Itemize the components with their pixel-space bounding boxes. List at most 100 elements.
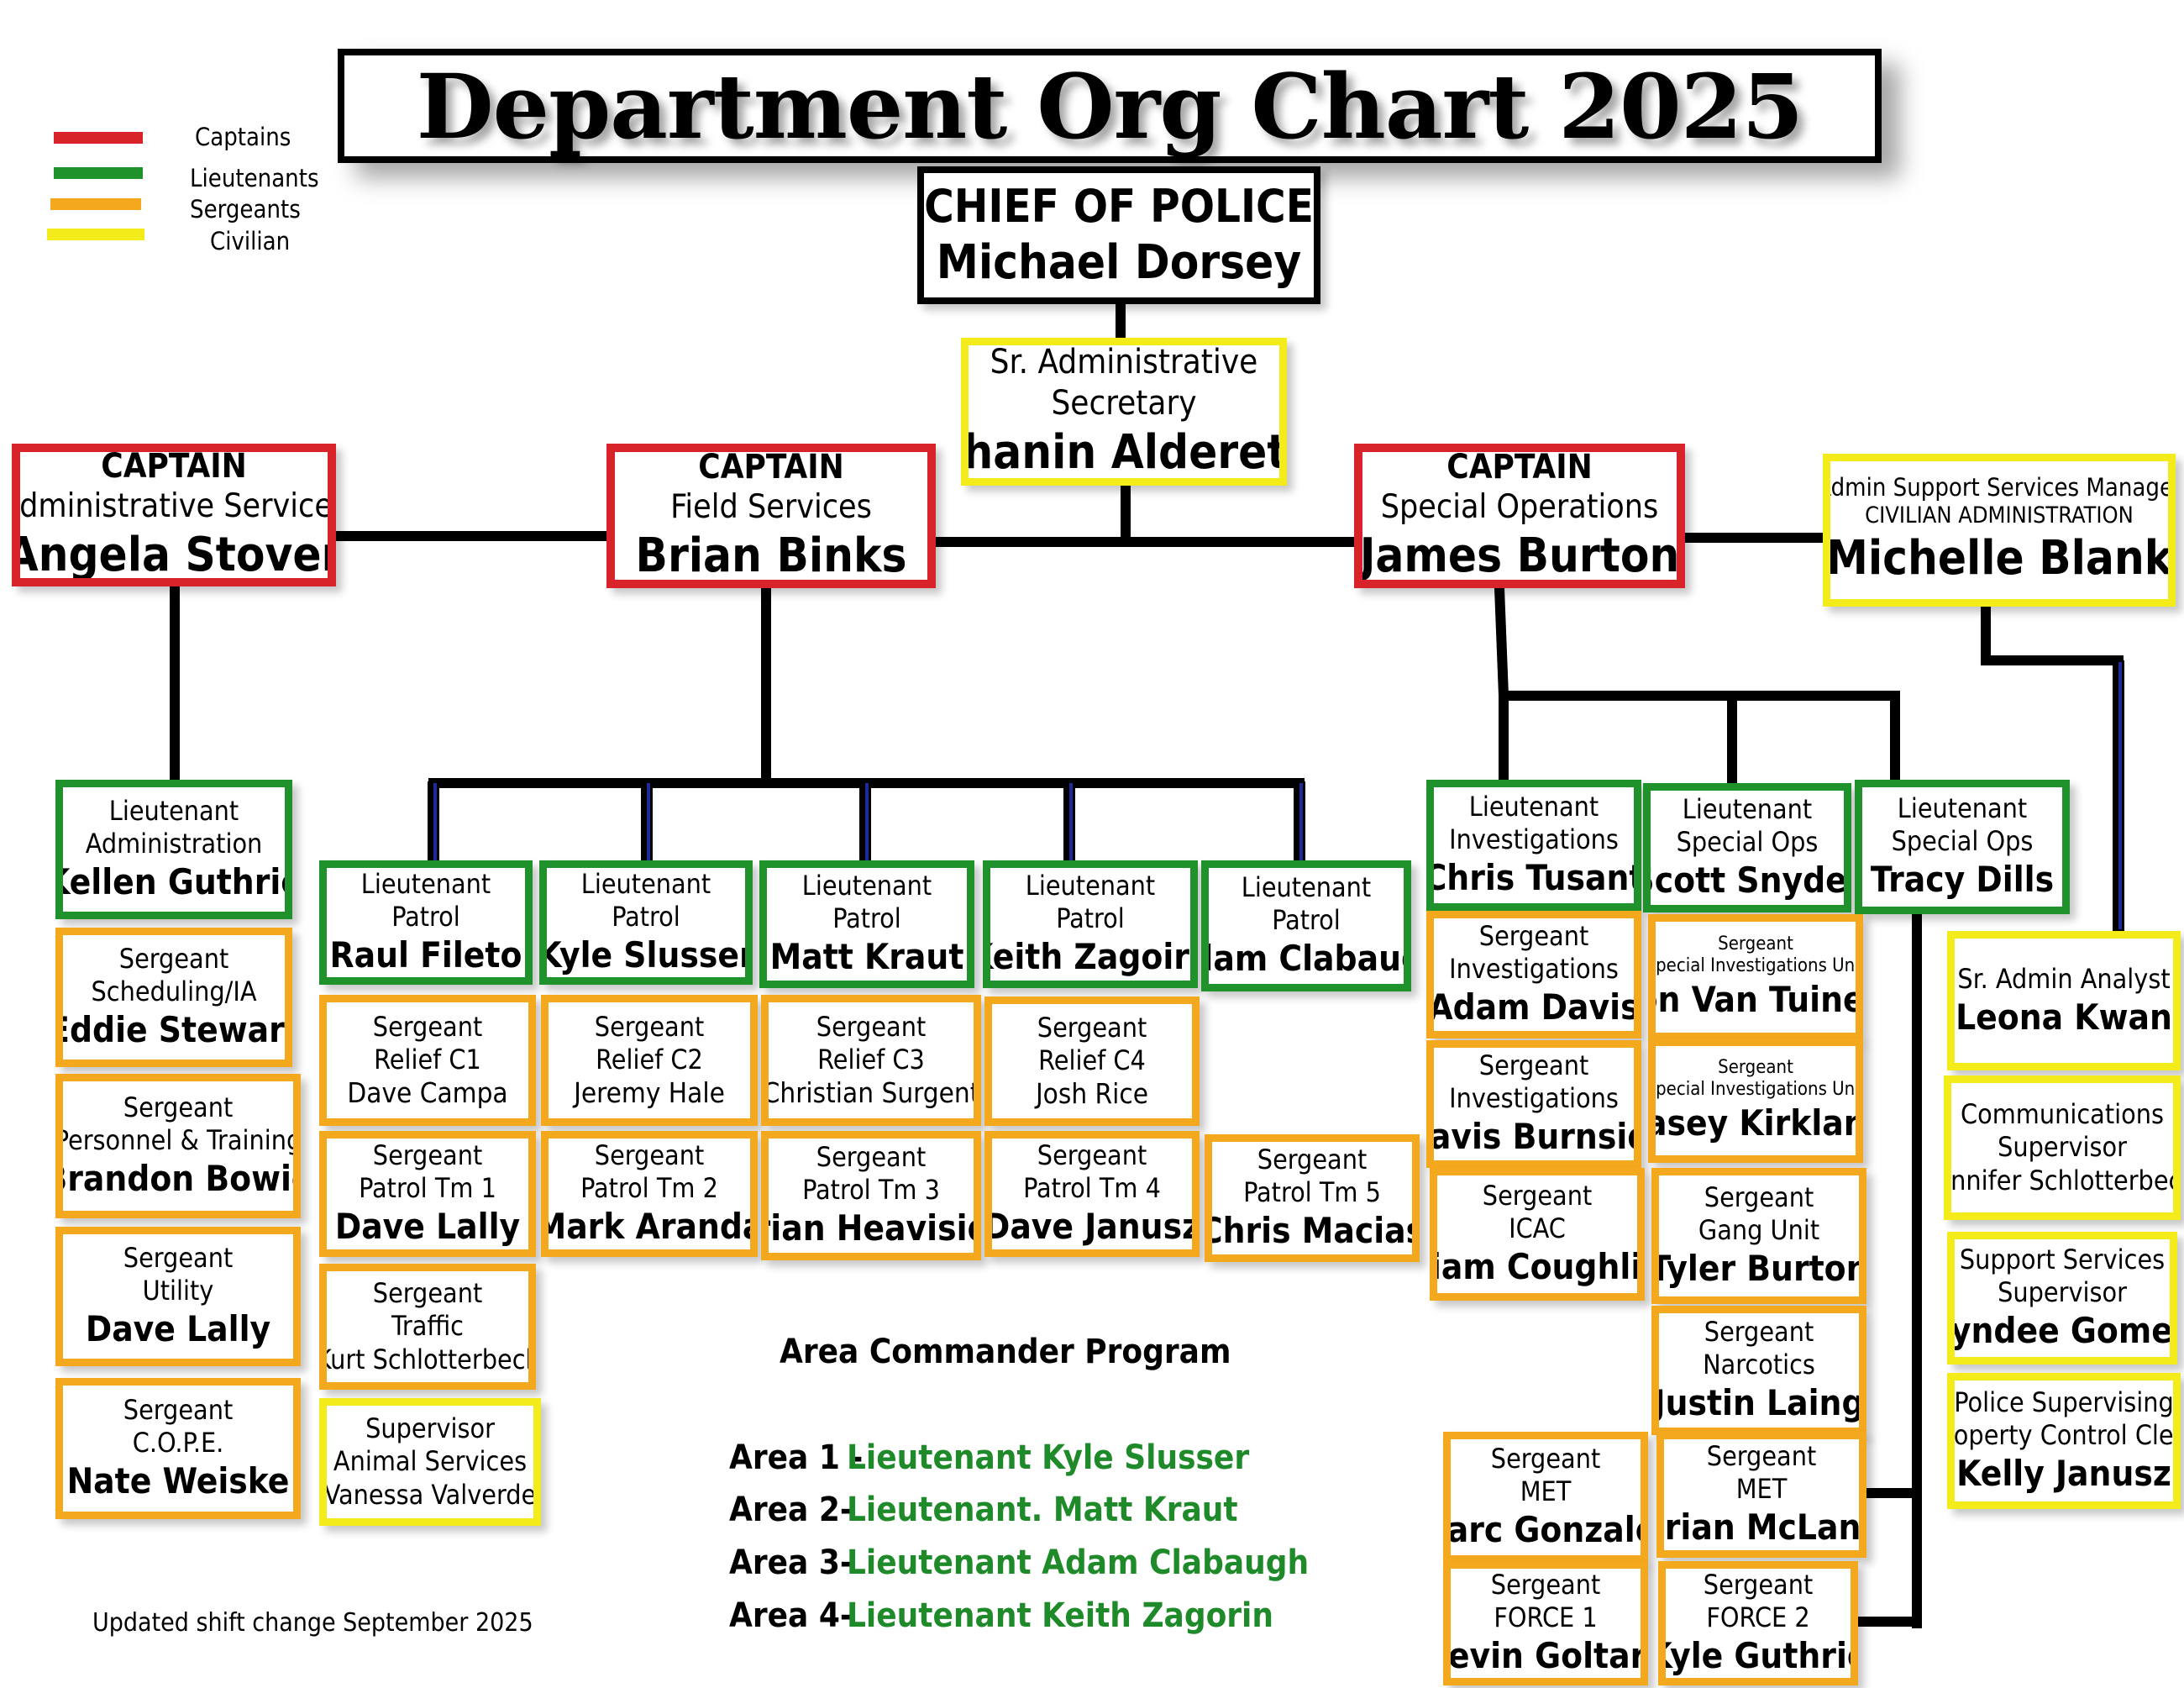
sergeant-rank: Sergeant xyxy=(1704,1316,1814,1349)
sergeant-patrol-team-box: Sergeant Patrol Tm 1 Dave Lally xyxy=(319,1131,536,1257)
lieutenant-rank: Lieutenant xyxy=(1468,791,1599,823)
support-services-supervisor-box: Support Services Supervisor Lyndee Gomes xyxy=(1947,1232,2177,1365)
sergeant-rank: Sergeant xyxy=(1037,1011,1147,1044)
sergeant-unit: Relief C1 xyxy=(374,1043,481,1075)
sergeant-name: Brian McLane xyxy=(1664,1507,1861,1549)
sergeant-name: Chris Macias xyxy=(1205,1210,1420,1252)
civilian-name: Kelly Janusz xyxy=(1956,1453,2171,1495)
sergeant-unit: ICAC xyxy=(1509,1212,1566,1245)
civilian-role-line2: Supervisor xyxy=(1998,1131,2127,1164)
supervisor-name: Vanessa Valverde xyxy=(323,1478,537,1511)
area-commander: Lieutenant. Matt Kraut xyxy=(847,1491,1238,1529)
civilian-role-line2: Supervisor xyxy=(1998,1276,2127,1309)
sergeant-rank: Sergeant xyxy=(1482,1180,1593,1212)
sergeant-siu-box: Sergeant Special Investigations Unit Cas… xyxy=(1648,1039,1863,1163)
lieutenant-unit: Patrol xyxy=(391,901,460,933)
sergeant-rank: Sergeant xyxy=(1490,1443,1601,1475)
sergeant-unit: Special Investigations Unit xyxy=(1648,1079,1863,1101)
legend-label-captains: Captains xyxy=(195,123,291,151)
captain-field-box: CAPTAIN Field Services Brian Binks xyxy=(606,444,936,588)
lieutenant-rank: Lieutenant xyxy=(580,868,711,901)
sergeant-name: Jon Van Tuinen xyxy=(1656,979,1863,1021)
manager-role: Admin Support Services Manager xyxy=(1823,472,2176,502)
sergeant-relief-box: Sergeant Relief C1 Dave Campa xyxy=(319,995,536,1126)
civilian-name: Leona Kwan xyxy=(1956,996,2172,1038)
sergeant-rank: Sergeant xyxy=(1490,1569,1601,1601)
sergeant-investigations-box: Sergeant Investigations Travis Burnside xyxy=(1426,1040,1641,1168)
secretary-box: Sr. Administrative Secretary Chanin Alde… xyxy=(961,338,1287,486)
sergeant-relief-box: Sergeant Relief C4 Josh Rice xyxy=(984,996,1200,1126)
sergeant-icac-box: Sergeant ICAC Liam Coughlin xyxy=(1430,1168,1645,1301)
captain-special-box: CAPTAIN Special Operations James Burton xyxy=(1354,444,1685,588)
lieutenant-unit: Special Ops xyxy=(1891,825,2034,858)
legend-swatch-lieutenants xyxy=(54,167,143,179)
lieutenant-unit: Patrol xyxy=(1056,902,1125,935)
supervisor-rank: Supervisor xyxy=(365,1412,495,1445)
civilian-role: Sr. Admin Analyst xyxy=(1957,962,2171,995)
sergeant-rank: Sergeant xyxy=(594,1010,705,1043)
sergeant-name: Tyler Burton xyxy=(1651,1248,1866,1290)
sergeant-unit: Personnel & Training xyxy=(55,1124,301,1157)
sergeant-patrol-team-box: Sergeant Patrol Tm 2 Mark Aranda xyxy=(541,1131,758,1257)
sergeant-unit: Patrol Tm 1 xyxy=(359,1172,496,1205)
sergeant-name: Dave Lally xyxy=(85,1308,271,1350)
lieutenant-unit: Patrol xyxy=(832,902,901,935)
area-commander: Lieutenant Keith Zagorin xyxy=(847,1596,1274,1635)
lieutenant-name: Adam Clabaugh xyxy=(1209,938,1404,980)
page-title: Department Org Chart 2025 xyxy=(338,49,1882,163)
captain-unit: Special Operations xyxy=(1380,488,1659,527)
lieutenant-name: Kyle Slusser xyxy=(539,934,753,976)
manager-unit: CIVILIAN ADMINISTRATION xyxy=(1865,502,2134,529)
sergeant-investigations-box: Sergeant Investigations Adam Davis xyxy=(1426,911,1641,1039)
sergeant-unit: Investigations xyxy=(1449,953,1619,986)
sergeant-name: Kurt Schlotterbeck xyxy=(319,1343,536,1375)
sergeant-rank: Sergeant xyxy=(1257,1144,1368,1176)
sergeant-relief-box: Sergeant Relief C2 Jeremy Hale xyxy=(541,995,758,1126)
sergeant-name: Nate Weiske xyxy=(66,1460,290,1502)
sergeant-name: Kevin Goltara xyxy=(1447,1635,1646,1677)
lieutenant-admin-box: Lieutenant Administration Kellen Guthrie xyxy=(55,780,292,919)
secretary-role-line2: Secretary xyxy=(1051,383,1197,423)
lieutenant-rank: Lieutenant xyxy=(1025,870,1156,902)
civilian-role: Communications xyxy=(1961,1098,2164,1131)
sergeant-unit: Gang Unit xyxy=(1698,1214,1820,1247)
sergeant-unit: Patrol Tm 2 xyxy=(580,1172,718,1205)
area-program-heading: Area Commander Program xyxy=(780,1333,1231,1371)
lieutenant-rank: Lieutenant xyxy=(1682,793,1813,826)
sergeant-rank: Sergeant xyxy=(1706,1440,1817,1473)
legend-label-lieutenants: Lieutenants xyxy=(190,164,319,192)
lieutenant-special-ops-box: Lieutenant Special Ops Scott Snyder xyxy=(1643,783,1851,912)
sergeant-rank: Sergeant xyxy=(123,1091,234,1124)
lieutenant-unit: Patrol xyxy=(612,901,680,933)
sr-admin-analyst-box: Sr. Admin Analyst Leona Kwan xyxy=(1947,931,2181,1070)
lieutenant-patrol-box: Lieutenant Patrol Kyle Slusser xyxy=(539,860,753,985)
property-control-clerk-box: Police Supervising Property Control Cler… xyxy=(1947,1373,2181,1509)
lieutenant-name: Keith Zagoirn xyxy=(990,936,1190,978)
area-row: Area 2-Lieutenant. Matt Kraut xyxy=(729,1491,1238,1529)
sergeant-name: Dave Lally xyxy=(334,1206,521,1248)
lieutenant-unit: Special Ops xyxy=(1676,826,1819,859)
captain-unit: Field Services xyxy=(670,488,872,527)
sergeant-rank: Sergeant xyxy=(1718,933,1793,954)
sergeant-narcotics-box: Sergeant Narcotics Justin Laing xyxy=(1651,1306,1866,1435)
sergeant-name: Travis Burnside xyxy=(1429,1116,1634,1158)
lieutenant-name: Scott Snyder xyxy=(1643,860,1851,902)
legend-label-civilian: Civilian xyxy=(210,227,291,255)
sergeant-rank: Sergeant xyxy=(816,1010,927,1043)
sergeant-name: Josh Rice xyxy=(1035,1076,1149,1110)
legend-swatch-civilian xyxy=(47,229,144,240)
area-label: Area 1 - xyxy=(729,1438,864,1477)
sergeant-rank: Sergeant xyxy=(372,1277,483,1310)
sergeant-personnel-box: Sergeant Personnel & Training Brandon Bo… xyxy=(55,1074,301,1218)
captain-rank: CAPTAIN xyxy=(101,446,247,486)
lieutenant-name: Raul Fileto xyxy=(329,934,522,976)
captain-rank: CAPTAIN xyxy=(1446,447,1593,486)
captain-unit: Administrative Services xyxy=(12,487,336,526)
supervisor-unit: Animal Services xyxy=(333,1445,528,1478)
lieutenant-rank: Lieutenant xyxy=(801,870,932,902)
lieutenant-name: Matt Kraut xyxy=(769,936,964,978)
sergeant-unit: Relief C4 xyxy=(1038,1044,1146,1076)
sergeant-unit: Utility xyxy=(142,1275,214,1307)
area-label: Area 4- xyxy=(729,1596,853,1635)
secretary-name: Chanin Alderete xyxy=(963,424,1287,480)
